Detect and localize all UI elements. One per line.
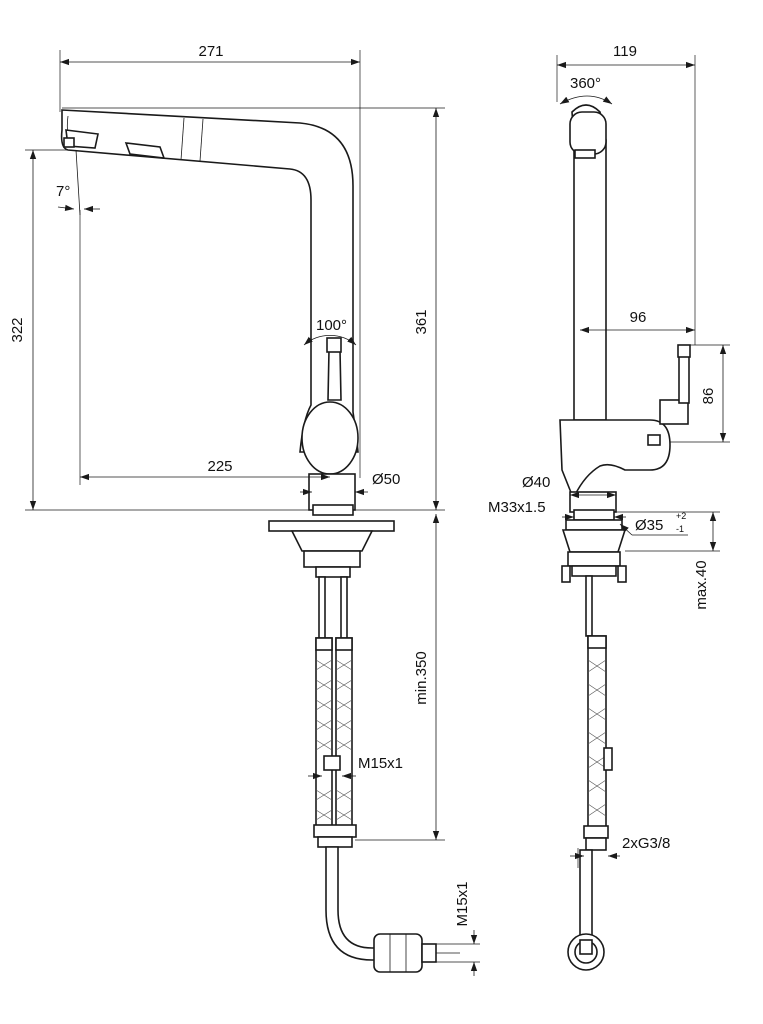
angle-100-label: 100° xyxy=(316,317,347,334)
spray-button xyxy=(124,142,166,159)
side-mount-nut xyxy=(561,529,627,553)
dim-max40-label: max.40 xyxy=(693,560,710,609)
dim-g38-label: 2xG3/8 xyxy=(622,835,670,852)
dim-361-label: 361 xyxy=(413,309,430,334)
side-lever-arm xyxy=(659,399,689,425)
front-base-ring xyxy=(312,504,354,516)
front-hose-left xyxy=(315,637,333,829)
dim-86-label: 86 xyxy=(700,388,717,405)
dim-dia50-label: Ø50 xyxy=(372,471,400,488)
front-hose-fitting xyxy=(323,755,341,771)
angle-360-label: 360° xyxy=(570,75,601,92)
dim-m33-label: M33x1.5 xyxy=(488,499,546,516)
front-mount-nut xyxy=(290,530,374,552)
dim-322-label: 322 xyxy=(9,317,26,342)
front-hose-braid xyxy=(315,659,353,821)
dim-119-label: 119 xyxy=(613,43,637,60)
dim-dia35-tol-minus: -1 xyxy=(676,524,684,534)
side-hose-braid xyxy=(587,659,607,817)
dim-m15x1-end-label: M15x1 xyxy=(454,881,471,926)
side-outlet-hose xyxy=(579,849,593,943)
front-nut-lower xyxy=(315,566,351,578)
dim-min350-label: min.350 xyxy=(413,651,430,704)
dim-96-label: 96 xyxy=(630,309,647,326)
side-hose xyxy=(587,635,607,829)
angle-7-label: 7° xyxy=(56,183,70,200)
dim-271-label: 271 xyxy=(198,43,223,60)
lever-tip xyxy=(326,337,342,353)
side-deck-plate xyxy=(565,519,623,531)
side-base-ring xyxy=(573,509,615,521)
lever xyxy=(327,349,342,401)
dim-225-label: 225 xyxy=(207,458,232,475)
dim-dia35-tol-plus: +2 xyxy=(676,511,686,521)
front-hose-right xyxy=(335,637,353,829)
front-deck-plate xyxy=(268,520,395,532)
front-extension-lines xyxy=(25,50,445,841)
side-mixer-body xyxy=(559,419,671,496)
front-hose-connector xyxy=(373,933,423,973)
dim-dia40-label: Ø40 xyxy=(522,474,550,491)
side-spray-head xyxy=(569,111,607,155)
front-shank xyxy=(303,550,361,568)
front-view: 271 322 361 225 7° 100° Ø50 min.350 M15x… xyxy=(9,43,480,976)
spout-body xyxy=(60,109,359,453)
side-lever xyxy=(678,354,690,404)
front-outlet-hose xyxy=(325,846,381,961)
dim-m15x1-label: M15x1 xyxy=(358,755,403,772)
dim-dia35-label: Ø35 xyxy=(635,517,663,534)
side-view: 119 360° 96 86 Ø40 M33x1.5 Ø35 +2 -1 max… xyxy=(488,43,730,971)
mixer-handle xyxy=(301,401,359,475)
